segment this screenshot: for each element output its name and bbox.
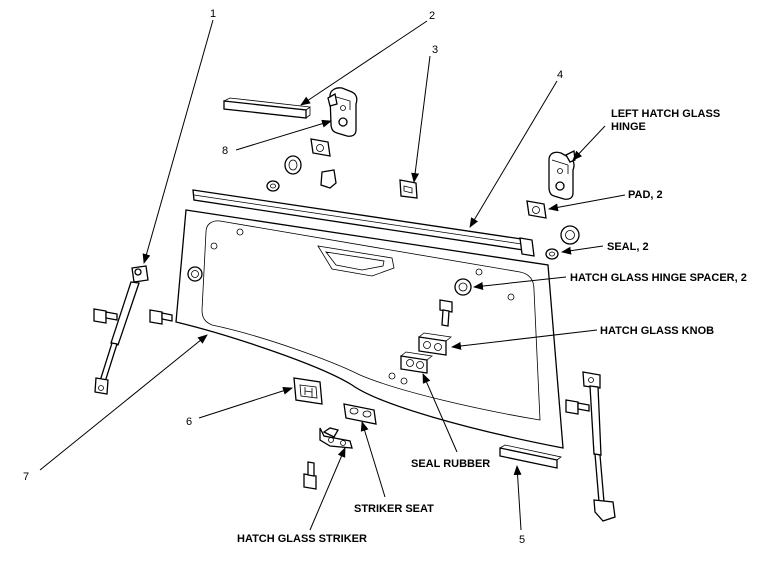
small-clip-upper (320, 169, 337, 189)
seal-right (545, 248, 559, 260)
seal-rubber (400, 351, 433, 374)
callout-5: 5 (519, 534, 525, 546)
seal-upper (266, 180, 280, 192)
label-knob: HATCH GLASS KNOB (600, 325, 714, 337)
callout-6: 6 (186, 416, 192, 428)
hinge-spacer-on-glass (454, 278, 472, 296)
callout-3: 3 (432, 44, 438, 56)
left-strut-bolt-2 (149, 309, 173, 325)
bolt-on-glass (439, 299, 453, 327)
spacer-upper (284, 155, 302, 175)
callout-8: 8 (222, 145, 228, 157)
hatch-glass-knob (418, 332, 452, 356)
right-strut-bolt (565, 399, 590, 415)
label-seal-rubber: SEAL RUBBER (411, 458, 490, 470)
label-hinge-spacer: HATCH GLASS HINGE SPACER, 2 (570, 272, 747, 284)
right-gas-strut (582, 371, 616, 522)
callout-2: 2 (429, 10, 435, 22)
callout-7: 7 (23, 471, 29, 483)
spacer-right (560, 225, 580, 245)
label-striker-seat: STRIKER SEAT (354, 503, 434, 515)
right-hatch-glass-hinge (327, 87, 358, 137)
bumper-6 (293, 377, 323, 405)
callout-4: 4 (557, 69, 563, 81)
leader-lines (39, 19, 626, 531)
left-strut-bolt-1 (93, 308, 118, 324)
label-striker: HATCH GLASS STRIKER (237, 533, 367, 545)
label-seal: SEAL, 2 (607, 241, 649, 253)
glass-clip-3 (399, 179, 418, 199)
pad-right-upper (310, 138, 331, 157)
label-left-hinge-line2: HINGE (611, 121, 646, 133)
label-left-hinge-line1: LEFT HATCH GLASS (611, 108, 720, 120)
striker-bolt (303, 461, 317, 490)
seal-strip-5 (499, 444, 562, 469)
filler-strip-2 (223, 97, 312, 119)
striker-seat (343, 403, 377, 425)
label-pad: PAD, 2 (628, 189, 663, 201)
left-hatch-glass-hinge (548, 150, 576, 200)
callout-1: 1 (210, 8, 216, 20)
left-gas-strut (94, 265, 149, 395)
top-seal-strip (192, 189, 535, 257)
pad-right (526, 200, 547, 219)
hatch-glass-striker (319, 427, 353, 449)
hatch-glass-panel (175, 209, 564, 449)
